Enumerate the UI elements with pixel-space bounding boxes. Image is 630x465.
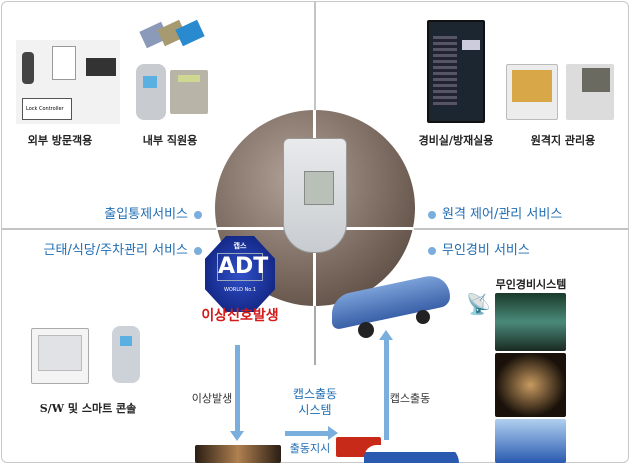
dispatch-label: 캡스출동 [389,392,431,405]
operator-photo [195,445,281,463]
visitor-flow-diagram: Lock Controller [16,40,120,124]
control-room-photo-1 [495,293,566,351]
desktop-computer-image [566,64,614,120]
arrow-down [235,345,240,433]
dispatch-order-label: 출동지시 [289,442,331,455]
bullet-icon [194,210,202,219]
alert-signal-label: 이상신호발생 [201,308,279,324]
arrow-up-head [379,330,393,340]
divider-vertical-top [314,2,316,187]
service-unmanned-security: 무인경비 서비스 [422,239,530,258]
divider-horizontal-right [414,228,628,230]
software-monitor-image [31,328,89,384]
patrol-car-image [332,262,450,338]
caption-security-room: 경비실/방재실용 [418,134,494,147]
arrow-right-head [328,426,338,440]
caption-sw-smart-console: S/W 및 스마트 콘솔 [39,402,137,415]
patrol-car-bottom-image [364,445,459,463]
bullet-icon [428,246,436,255]
monitor-image [506,64,558,120]
divider-horizontal-left [2,228,216,230]
caption-external-visitor: 외부 방문객용 [27,134,93,147]
service-attendance: 근태/식당/주차관리 서비스 [44,239,208,258]
caption-internal-staff: 내부 직원용 [142,134,198,147]
abnormal-label: 이상발생 [191,392,233,405]
bullet-icon [428,210,436,219]
service-remote-control: 원격 제어/관리 서비스 [422,203,562,222]
fingerprint-reader-image [170,70,208,114]
divider-vertical-bottom [314,250,316,365]
arrow-right [285,431,329,436]
smart-console-image [112,326,140,383]
antenna-icon: 📡 [466,292,491,316]
card-reader-image [136,64,166,120]
bullet-icon [194,246,202,255]
access-cards-image [139,14,206,58]
caption-remote-management: 원격지 관리용 [530,134,596,147]
control-room-photo-2 [495,353,566,417]
adt-badge-logo: 캡스 ADT WORLD No.1 [205,236,275,312]
control-room-photo-3 [495,419,566,463]
arrow-down-head [230,431,244,441]
service-access-control: 출입통제서비스 [104,203,208,222]
security-controller-device [283,138,347,253]
lock-controller-label: Lock Controller [22,98,72,120]
arrow-up [384,340,389,440]
control-panel-image [427,20,485,123]
unmanned-system-title: 무인경비시스템 [495,278,567,291]
